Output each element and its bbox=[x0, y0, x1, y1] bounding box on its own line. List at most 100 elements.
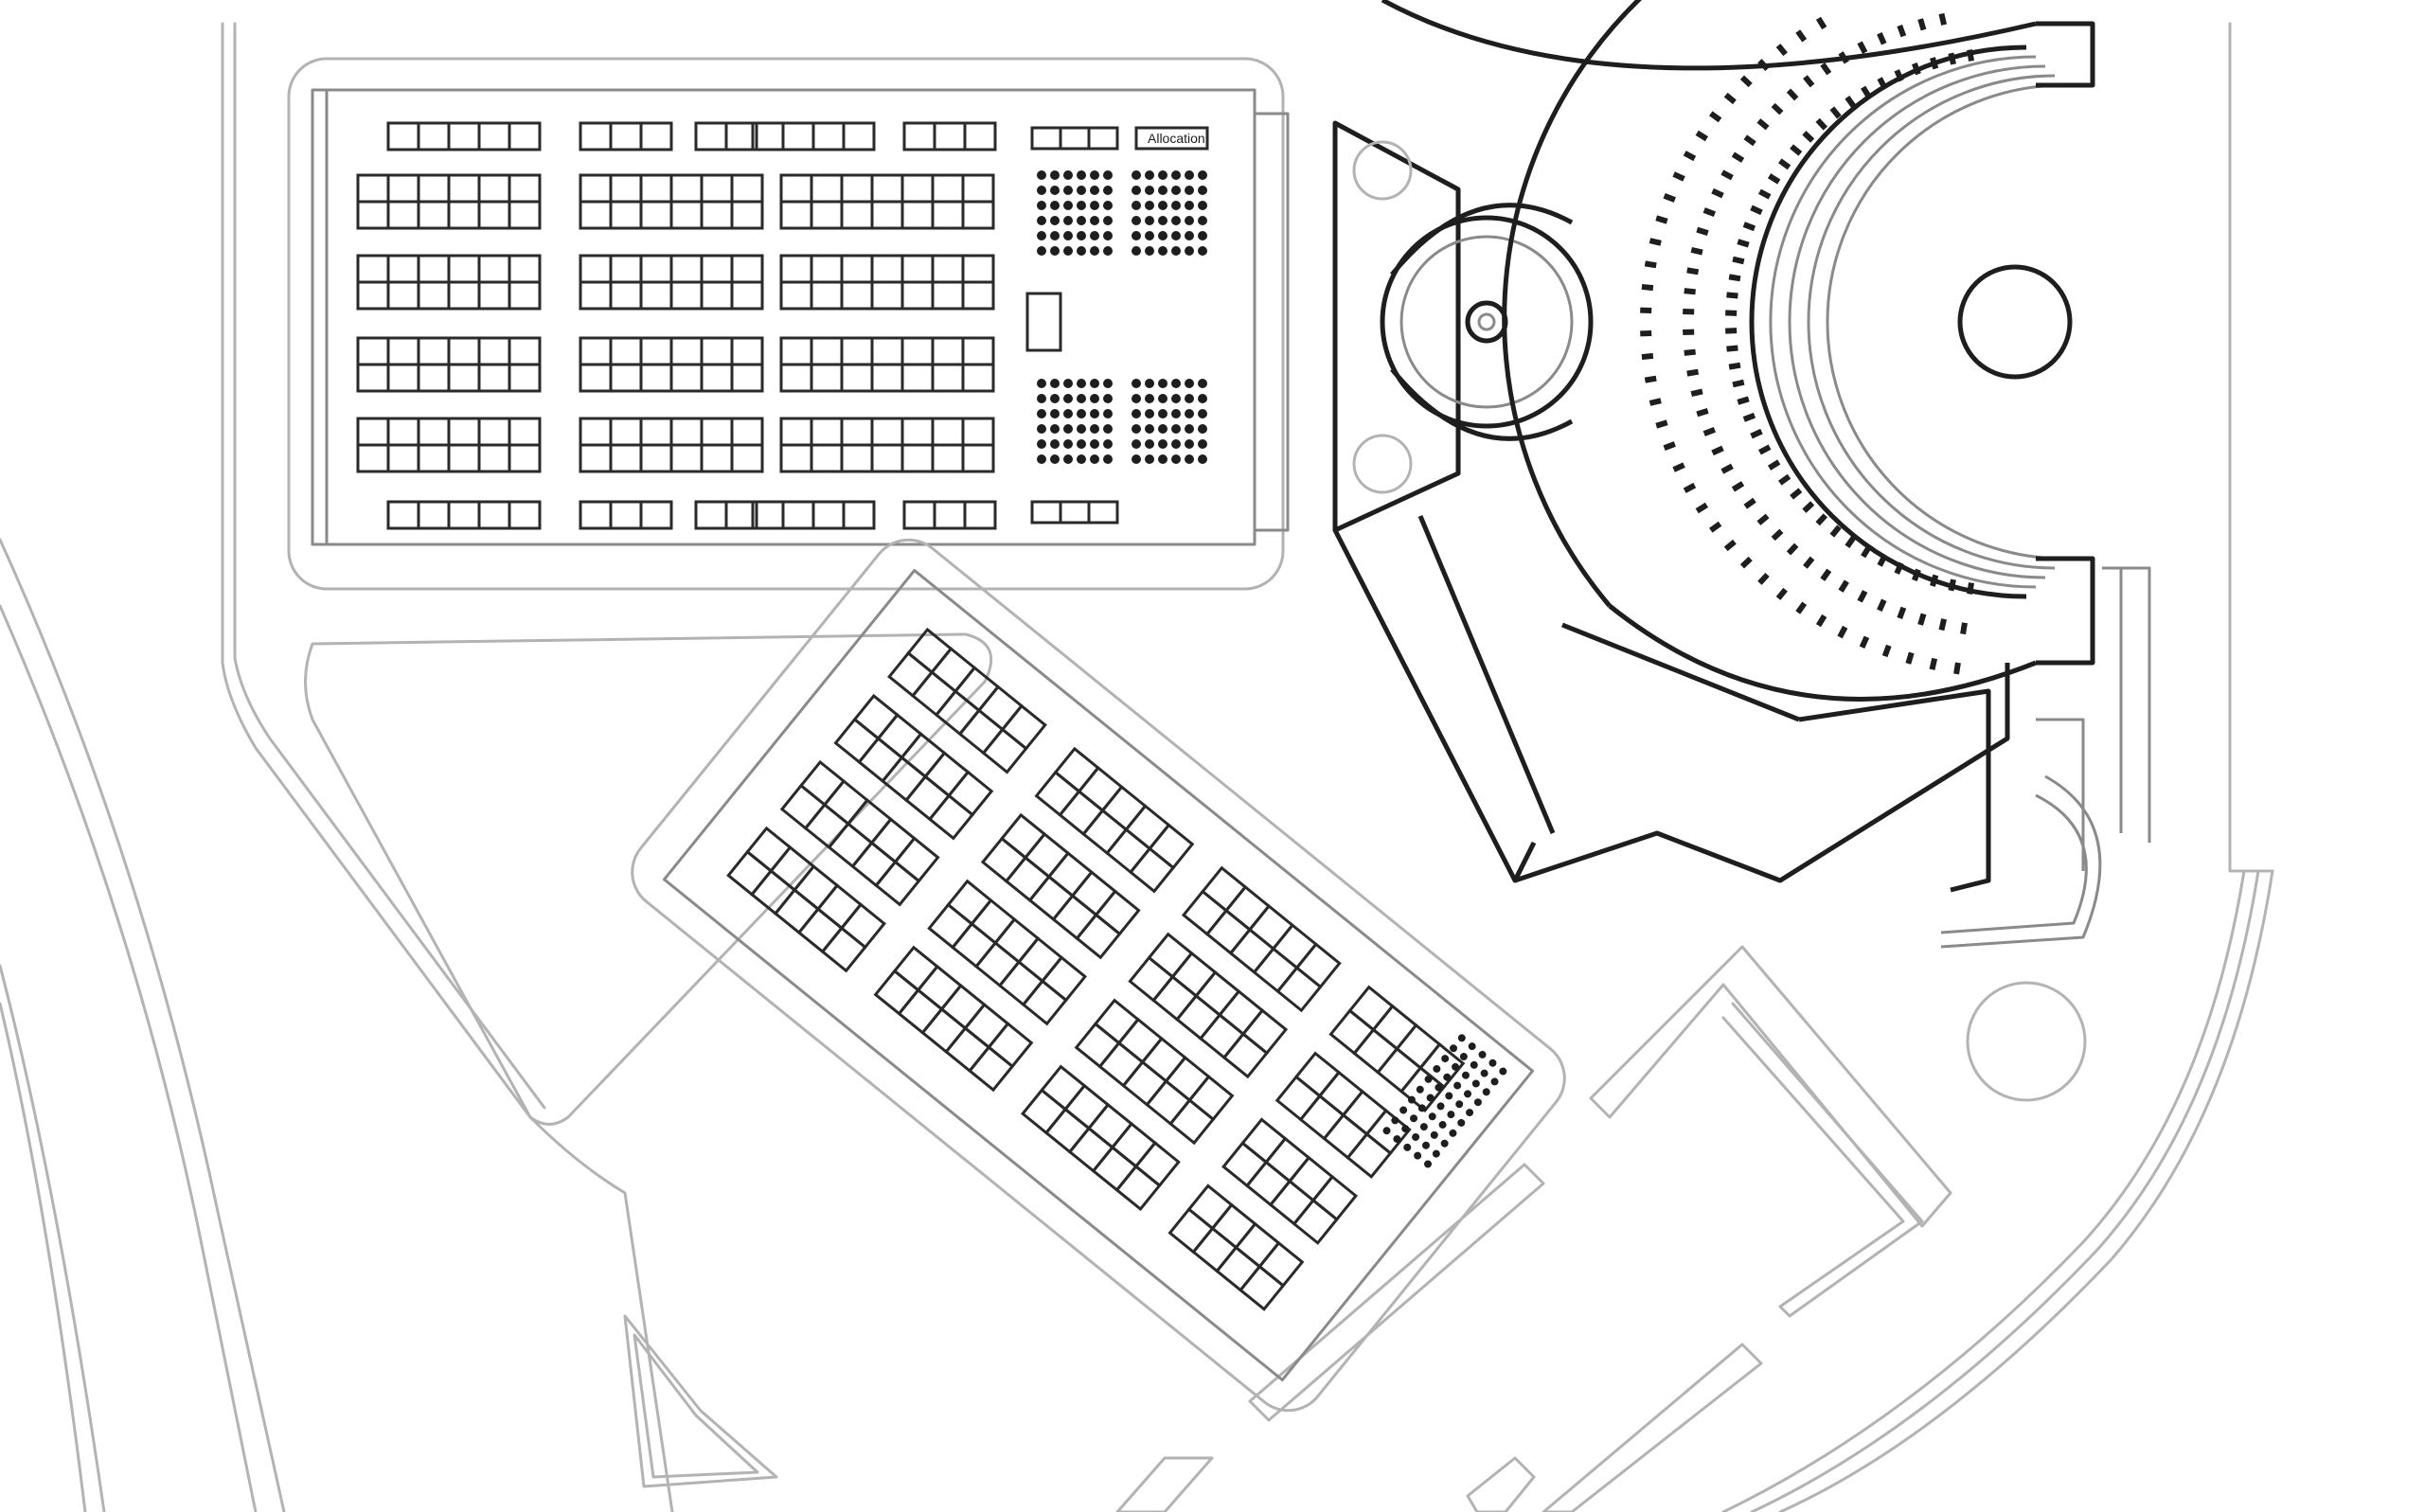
seat bbox=[1145, 424, 1154, 434]
booth bbox=[477, 363, 511, 393]
booth bbox=[1151, 974, 1199, 1022]
arena-seat bbox=[1877, 32, 1887, 45]
seat bbox=[1103, 246, 1113, 256]
seat bbox=[1198, 231, 1207, 240]
seat bbox=[1401, 1125, 1410, 1133]
booth bbox=[639, 500, 673, 530]
seat bbox=[1132, 216, 1141, 225]
arena-seat bbox=[1802, 131, 1815, 143]
arena-seat bbox=[1655, 419, 1668, 429]
seat bbox=[1050, 231, 1060, 240]
booth bbox=[1317, 1070, 1364, 1117]
booth bbox=[609, 363, 643, 393]
arena-seat bbox=[1663, 441, 1676, 452]
booth bbox=[356, 254, 390, 284]
arena-seat bbox=[1775, 44, 1788, 57]
arena-seat bbox=[1930, 574, 1939, 587]
seat bbox=[1158, 409, 1167, 418]
arena-seat bbox=[1775, 587, 1788, 600]
booth bbox=[796, 907, 844, 954]
booth bbox=[939, 983, 987, 1031]
booth bbox=[508, 363, 542, 393]
booth bbox=[356, 363, 390, 393]
seat bbox=[1145, 394, 1154, 403]
booth bbox=[1140, 1036, 1187, 1084]
booth bbox=[852, 693, 900, 741]
arena-seating bbox=[1640, 12, 1974, 675]
booth bbox=[508, 200, 542, 230]
booth bbox=[639, 280, 673, 311]
arena-seat bbox=[1790, 144, 1803, 156]
booth bbox=[447, 336, 481, 366]
booth bbox=[930, 647, 977, 694]
booth bbox=[904, 774, 952, 822]
booth bbox=[579, 500, 613, 530]
seat bbox=[1063, 454, 1073, 464]
seat bbox=[1441, 1055, 1450, 1063]
arena-seat bbox=[1857, 590, 1868, 603]
arena-seat bbox=[1750, 205, 1763, 216]
seat bbox=[1449, 1129, 1457, 1137]
booth bbox=[779, 254, 813, 284]
seat bbox=[1198, 186, 1207, 195]
booth bbox=[1168, 1097, 1216, 1146]
booth bbox=[1081, 808, 1129, 856]
booth bbox=[417, 121, 451, 151]
arena-seat bbox=[1917, 18, 1927, 31]
seat bbox=[1471, 1079, 1480, 1088]
booth bbox=[1086, 1102, 1134, 1149]
booth bbox=[386, 121, 420, 151]
booth bbox=[1093, 998, 1140, 1045]
booth bbox=[900, 443, 935, 473]
seat bbox=[1077, 394, 1086, 403]
booth bbox=[870, 363, 904, 393]
booth bbox=[963, 1003, 1010, 1050]
seat bbox=[1077, 231, 1086, 240]
seat bbox=[1452, 1062, 1460, 1071]
booth bbox=[1293, 1051, 1342, 1098]
booth bbox=[916, 964, 963, 1011]
arena-seat bbox=[1917, 613, 1927, 626]
booth bbox=[639, 363, 673, 393]
booth bbox=[508, 443, 542, 473]
booth bbox=[997, 959, 1045, 1007]
booth bbox=[1294, 942, 1342, 989]
booth bbox=[447, 254, 481, 284]
arena-seat bbox=[1726, 292, 1738, 299]
booth bbox=[1215, 1245, 1262, 1292]
seat bbox=[1158, 379, 1167, 388]
seat bbox=[1198, 379, 1207, 388]
booth bbox=[447, 443, 481, 473]
seat bbox=[1077, 424, 1086, 434]
booth bbox=[810, 173, 844, 204]
booth bbox=[961, 200, 995, 230]
seat bbox=[1132, 246, 1141, 256]
booth bbox=[745, 826, 793, 873]
booth bbox=[724, 121, 758, 151]
arena-seat bbox=[1696, 407, 1709, 418]
seat bbox=[1436, 1102, 1445, 1111]
arena-seat bbox=[1742, 412, 1756, 422]
booth bbox=[933, 500, 967, 530]
booth bbox=[1191, 1226, 1239, 1273]
seat bbox=[1037, 201, 1046, 210]
booth bbox=[700, 254, 734, 284]
booth bbox=[1239, 1264, 1286, 1311]
booth bbox=[447, 200, 481, 230]
booth bbox=[700, 363, 734, 393]
booth bbox=[1148, 823, 1195, 870]
seat bbox=[1063, 439, 1073, 449]
booth bbox=[508, 173, 542, 204]
arena-seat bbox=[1795, 601, 1808, 614]
booth bbox=[803, 802, 850, 850]
booth bbox=[1087, 500, 1119, 525]
arena-seat bbox=[1861, 85, 1872, 98]
booth bbox=[1175, 993, 1222, 1041]
arena-seat bbox=[1728, 362, 1741, 370]
booth bbox=[833, 717, 881, 764]
booth bbox=[1021, 979, 1068, 1026]
booth bbox=[750, 868, 797, 916]
booth bbox=[870, 254, 904, 284]
booth bbox=[1030, 500, 1062, 525]
